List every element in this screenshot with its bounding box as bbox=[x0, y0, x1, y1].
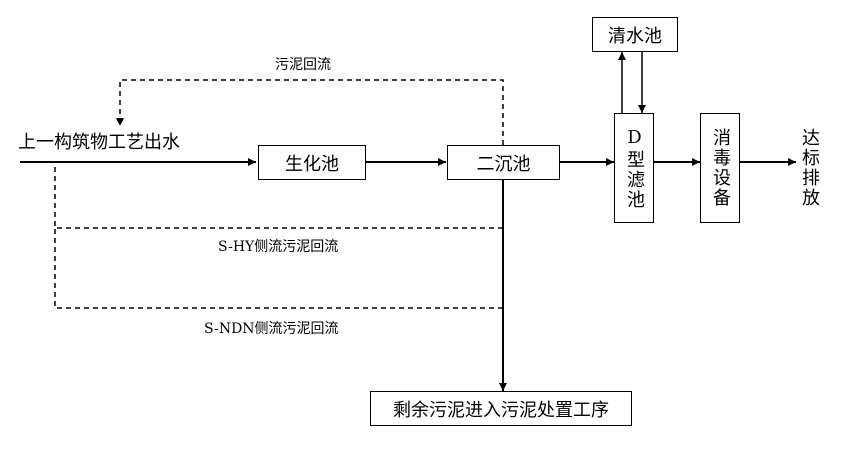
secondary-clarifier-label: 二沉池 bbox=[476, 153, 531, 175]
bio-pool-box: 生化池 bbox=[258, 145, 366, 180]
clear-water-pool-box: 清水池 bbox=[592, 17, 678, 52]
sludge-disposal-label: 剩余污泥进入污泥处置工序 bbox=[393, 399, 609, 421]
secondary-clarifier-box: 二沉池 bbox=[447, 145, 560, 180]
discharge-label: 达标排放 bbox=[799, 128, 820, 208]
d-filter-box: D型滤池 bbox=[614, 113, 654, 223]
clear-water-pool-label: 清水池 bbox=[608, 25, 662, 47]
s-hy-return-label: S-HY侧流污泥回流 bbox=[218, 239, 339, 255]
sludge-disposal-box: 剩余污泥进入污泥处置工序 bbox=[370, 391, 632, 426]
disinfection-label: 消毒设备 bbox=[710, 128, 731, 208]
bio-pool-label: 生化池 bbox=[285, 153, 339, 175]
sludge-return-label: 污泥回流 bbox=[275, 57, 331, 73]
s-ndn-return-label: S-NDN侧流污泥回流 bbox=[204, 321, 339, 337]
disinfection-box: 消毒设备 bbox=[700, 113, 740, 223]
source-label: 上一构筑物工艺出水 bbox=[18, 132, 180, 153]
d-filter-label: D型滤池 bbox=[624, 126, 645, 210]
sludge-return-line bbox=[116, 79, 504, 145]
